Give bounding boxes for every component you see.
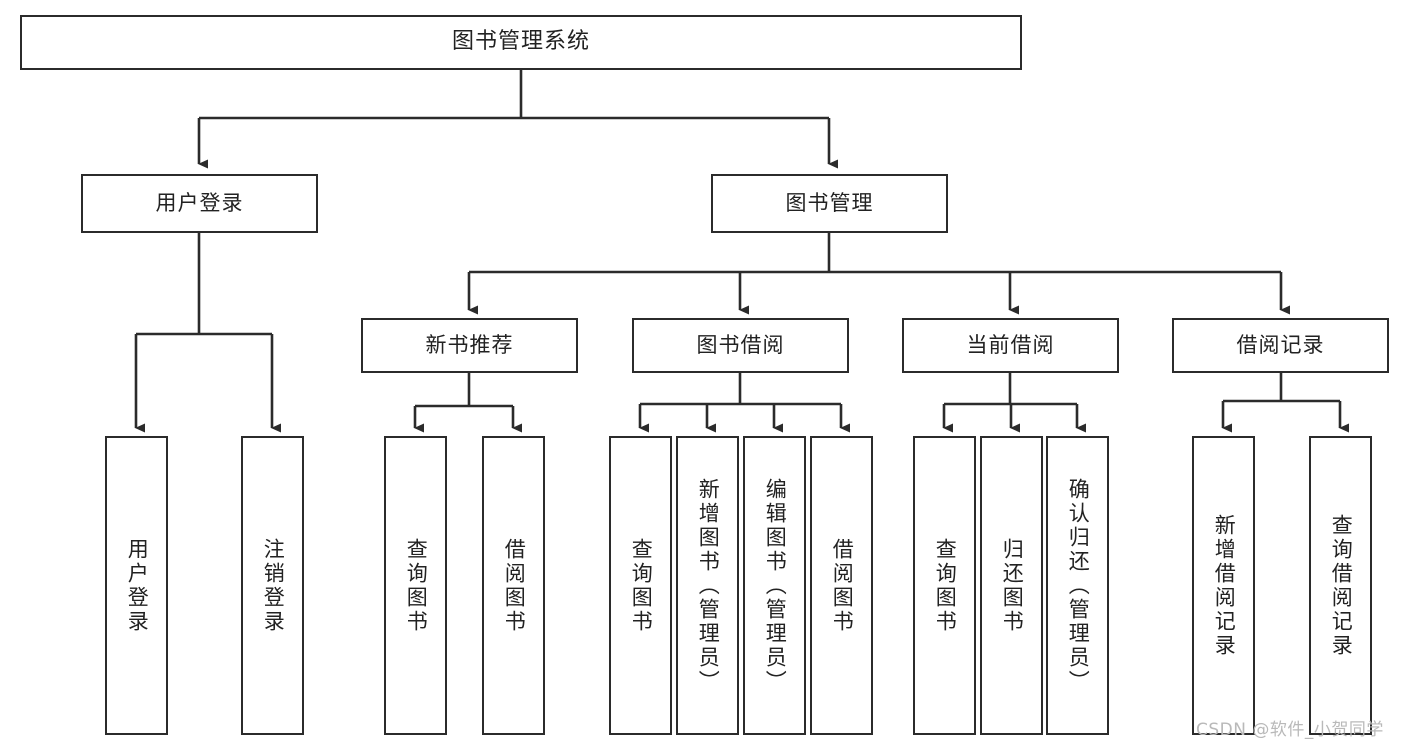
leaf-new-book-query[interactable]: 查询图书 — [384, 436, 447, 735]
leaf-borrow-add-book[interactable]: 新增图书（管理员） — [676, 436, 739, 735]
leaf-record-query-record-label: 查询借阅记录 — [1329, 513, 1354, 658]
node-current-borrow-label: 当前借阅 — [966, 332, 1055, 357]
leaf-borrow-query-book-label: 查询图书 — [629, 537, 654, 634]
leaf-borrow-add-book-label: 新增图书（管理员） — [696, 477, 721, 694]
leaf-user-login-logout-label: 注销登录 — [261, 537, 286, 634]
leaf-borrow-edit-book[interactable]: 编辑图书（管理员） — [743, 436, 806, 735]
leaf-user-login-logout[interactable]: 注销登录 — [241, 436, 304, 735]
leaf-user-login-login[interactable]: 用户登录 — [105, 436, 168, 735]
node-root-system[interactable]: 图书管理系统 — [20, 15, 1022, 70]
node-current-borrow[interactable]: 当前借阅 — [902, 318, 1119, 373]
leaf-new-book-borrow[interactable]: 借阅图书 — [482, 436, 545, 735]
node-new-book-recommend-label: 新书推荐 — [425, 332, 514, 357]
leaf-record-add-record-label: 新增借阅记录 — [1212, 513, 1237, 658]
leaf-borrow-borrow-book-label: 借阅图书 — [830, 537, 855, 634]
node-new-book-recommend[interactable]: 新书推荐 — [361, 318, 578, 373]
leaf-borrow-query-book[interactable]: 查询图书 — [609, 436, 672, 735]
leaf-current-query-book[interactable]: 查询图书 — [913, 436, 976, 735]
node-book-borrow[interactable]: 图书借阅 — [632, 318, 849, 373]
leaf-borrow-edit-book-label: 编辑图书（管理员） — [763, 477, 788, 694]
leaf-borrow-borrow-book[interactable]: 借阅图书 — [810, 436, 873, 735]
leaf-current-confirm-return[interactable]: 确认归还（管理员） — [1046, 436, 1109, 735]
node-borrow-record[interactable]: 借阅记录 — [1172, 318, 1389, 373]
leaf-record-add-record[interactable]: 新增借阅记录 — [1192, 436, 1255, 735]
leaf-current-confirm-return-label: 确认归还（管理员） — [1066, 477, 1091, 694]
leaf-current-query-book-label: 查询图书 — [933, 537, 958, 634]
node-borrow-record-label: 借阅记录 — [1236, 332, 1325, 357]
leaf-user-login-login-label: 用户登录 — [125, 537, 150, 634]
node-user-login-label: 用户登录 — [155, 190, 244, 215]
leaf-current-return-book[interactable]: 归还图书 — [980, 436, 1043, 735]
node-root-system-label: 图书管理系统 — [451, 29, 590, 55]
leaf-current-return-book-label: 归还图书 — [1000, 537, 1025, 634]
node-book-management[interactable]: 图书管理 — [711, 174, 948, 233]
node-book-borrow-label: 图书借阅 — [696, 332, 785, 357]
node-user-login[interactable]: 用户登录 — [81, 174, 318, 233]
leaf-new-book-borrow-label: 借阅图书 — [502, 537, 527, 634]
leaf-record-query-record[interactable]: 查询借阅记录 — [1309, 436, 1372, 735]
node-book-management-label: 图书管理 — [785, 190, 874, 215]
leaf-new-book-query-label: 查询图书 — [404, 537, 429, 634]
